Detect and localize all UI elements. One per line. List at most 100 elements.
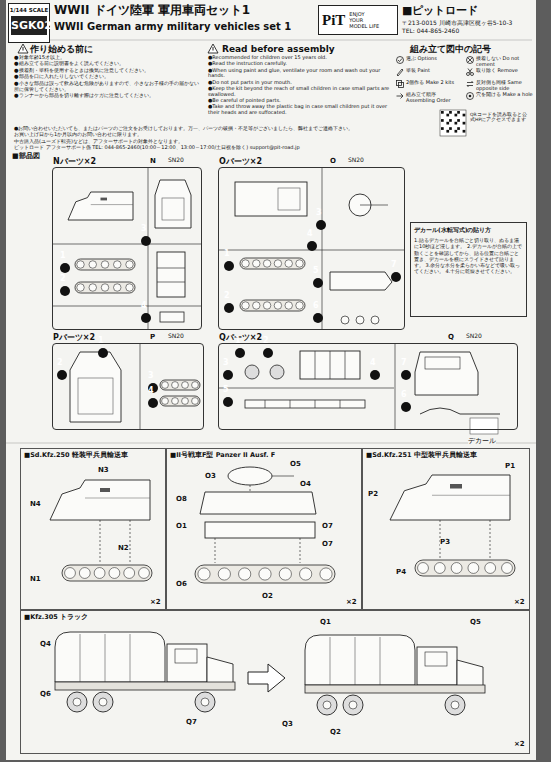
node-heading: 1 bbox=[235, 336, 241, 346]
canvas-rib bbox=[380, 637, 381, 685]
truck-wheel bbox=[445, 695, 465, 715]
callout-number: Q1 bbox=[320, 618, 331, 626]
qr-cell bbox=[449, 111, 452, 114]
legend-text: 2個作る Make 2 kits bbox=[406, 80, 464, 86]
road-wheel bbox=[162, 398, 169, 405]
tank-hull-side bbox=[330, 272, 392, 290]
note-line: ●Keep the kit beyond the reach of small … bbox=[208, 86, 390, 98]
node-heading: 1 bbox=[98, 336, 104, 346]
halftrack-hull bbox=[390, 475, 510, 520]
phone: TEL: 044-865-2460 bbox=[402, 28, 459, 35]
section-heading: Read before assembly bbox=[222, 44, 335, 54]
road-wheel bbox=[239, 568, 251, 580]
track bbox=[160, 396, 200, 406]
legend-icon bbox=[467, 57, 474, 64]
road-wheel bbox=[485, 563, 496, 574]
part-number: 6 bbox=[401, 402, 411, 412]
callout-number: O8 bbox=[176, 495, 187, 503]
leader-line bbox=[265, 400, 266, 408]
road-wheel bbox=[502, 563, 513, 574]
callout-number: O3 bbox=[205, 472, 216, 480]
canvas-rib bbox=[130, 634, 131, 682]
callout-number: N3 bbox=[98, 466, 109, 474]
note-line: ●対象年齢15才以上。 bbox=[14, 55, 200, 61]
cab-window bbox=[175, 649, 197, 663]
truck-wheel bbox=[93, 692, 113, 712]
qr-cell bbox=[441, 119, 444, 122]
wheel-hub bbox=[201, 698, 209, 706]
node-heading: 1/144 SCALE bbox=[9, 4, 49, 13]
part-number: 4 bbox=[307, 241, 317, 251]
legend-icon bbox=[397, 57, 404, 64]
leader-line bbox=[53, 244, 201, 245]
part-number: 6 bbox=[313, 313, 323, 323]
legend-symbol bbox=[466, 56, 474, 64]
legend-text: 選ぶ Options bbox=[406, 56, 464, 62]
part-number: 3 bbox=[141, 236, 151, 246]
track bbox=[240, 300, 305, 311]
truck-wheel bbox=[67, 692, 87, 712]
road-wheel bbox=[77, 284, 84, 291]
legend-symbol bbox=[466, 80, 474, 88]
road-wheel bbox=[139, 568, 150, 579]
qr-code bbox=[440, 110, 466, 136]
leader-line bbox=[272, 476, 294, 477]
brand-name: ■ピットロード bbox=[402, 5, 478, 18]
road-wheel bbox=[65, 568, 76, 579]
callout-number: O2 bbox=[262, 592, 273, 600]
road-wheel bbox=[182, 382, 189, 389]
assembly-panel: ■Kfz.305 トラック bbox=[20, 610, 530, 754]
qr-cell bbox=[455, 122, 458, 125]
road-wheel bbox=[434, 563, 445, 574]
legend-item: 取り除く Remove bbox=[466, 68, 534, 76]
part-number: 1 bbox=[235, 348, 245, 358]
part-number: 2 bbox=[57, 370, 67, 380]
decal-label: デカール bbox=[468, 437, 496, 445]
qr-cell bbox=[463, 130, 466, 133]
legend-icon bbox=[468, 58, 473, 63]
node-heading: 3 bbox=[148, 371, 154, 381]
legend-text: 穴を開ける Make a hole bbox=[476, 92, 534, 98]
road-wheel bbox=[192, 382, 199, 389]
node-heading: 3 bbox=[141, 224, 147, 234]
part-number: 5 bbox=[313, 278, 323, 288]
quantity-mark: ×2 bbox=[514, 740, 525, 748]
legend-text: 接着しない Do not cement bbox=[476, 56, 534, 68]
part-number: 1 bbox=[224, 261, 234, 271]
callout-number: O7 bbox=[322, 540, 333, 548]
road-wheel bbox=[259, 568, 271, 580]
road-wheel bbox=[274, 260, 281, 267]
callout-number: Q2 bbox=[330, 728, 341, 736]
road-wheel bbox=[114, 284, 121, 291]
cab-window bbox=[425, 357, 460, 369]
truck-wheel bbox=[343, 695, 363, 715]
leader-line bbox=[148, 168, 149, 329]
leader-line bbox=[130, 520, 131, 563]
callout-number: O1 bbox=[176, 522, 187, 530]
node-heading: 3 bbox=[223, 358, 229, 368]
part-number: 2 bbox=[60, 286, 70, 296]
part-number: 5 bbox=[223, 397, 233, 407]
qr-note: QRコードを読み取ると公式HPにアクセスできます bbox=[470, 112, 528, 122]
seat-part bbox=[157, 252, 185, 297]
small-part bbox=[160, 312, 184, 322]
road-wheel bbox=[296, 260, 303, 267]
road-wheel bbox=[242, 260, 249, 267]
road-wheel bbox=[242, 302, 249, 309]
road-wheel bbox=[89, 284, 96, 291]
turret bbox=[228, 467, 272, 485]
callout-number: P1 bbox=[505, 462, 515, 470]
part-number: 7 bbox=[401, 370, 411, 380]
callout-number: O7 bbox=[322, 522, 333, 530]
legend-text: 塗装 Paint bbox=[406, 68, 464, 74]
qr-cell bbox=[446, 122, 449, 125]
road-wheel bbox=[109, 568, 120, 579]
qr-cell bbox=[457, 111, 460, 114]
leader-line bbox=[490, 520, 491, 558]
node-heading: 4 bbox=[141, 301, 147, 311]
road-wheel bbox=[263, 260, 270, 267]
node-heading: 5 bbox=[313, 266, 319, 276]
callout-number: P2 bbox=[368, 490, 378, 498]
legend-icon bbox=[397, 94, 404, 99]
